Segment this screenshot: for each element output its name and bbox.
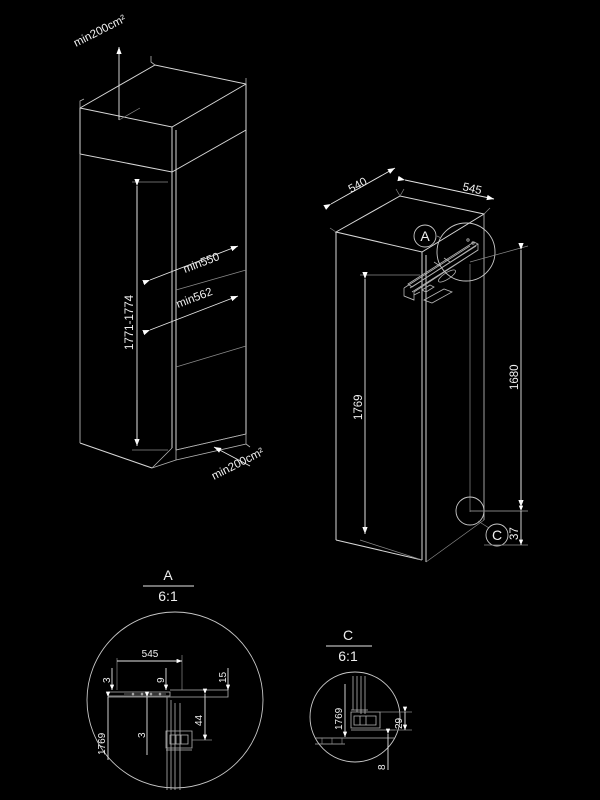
callout-circle-a — [436, 222, 496, 282]
appliance-isometric: A C 540 545 1769 — [323, 167, 529, 563]
appliance-plinth-label: 37 — [509, 527, 521, 540]
callout-label-a: A — [420, 228, 430, 244]
detail-a-545-label: 545 — [142, 649, 159, 660]
detail-c-scale: 6:1 — [338, 648, 358, 664]
detail-c-1769-label: 1769 — [334, 707, 345, 730]
detail-a: A 6:1 — [86, 567, 264, 790]
detail-a-1769-label: 1769 — [97, 732, 108, 755]
detail-a-scale: 6:1 — [158, 588, 178, 604]
detail-a-15-label: 15 — [218, 671, 229, 683]
niche-depth-label: min550 — [182, 251, 222, 276]
niche-vent-bottom-label: min200cm² — [210, 446, 266, 483]
detail-c: C 6:1 1769 — [309, 627, 412, 770]
appliance-width-label: 545 — [461, 181, 482, 197]
detail-a-9-label: 9 — [156, 677, 167, 683]
detail-c-title: C — [343, 627, 353, 643]
appliance-depth-label: 540 — [347, 176, 370, 196]
callout-bubble-a — [413, 224, 437, 248]
hinge-rail-assembly — [403, 238, 479, 304]
detail-a-44-label: 44 — [194, 714, 205, 726]
detail-c-8-label: 8 — [377, 764, 388, 770]
detail-a-title: A — [163, 567, 173, 583]
niche-height-label: 1771-1774 — [124, 294, 136, 350]
appliance-body-height-label: 1769 — [353, 394, 365, 420]
detail-c-29-label: 29 — [394, 717, 405, 729]
detail-a-3-top-label: 3 — [102, 677, 113, 683]
detail-a-3-bottom-label: 3 — [137, 732, 148, 738]
detail-c-circle — [309, 671, 401, 763]
cabinet-niche-isometric: min200cm² min200cm² 1771-1774 min550 min… — [72, 13, 266, 483]
callout-label-c: C — [492, 527, 502, 543]
appliance-door-height-label: 1680 — [509, 364, 521, 390]
niche-vent-top-label: min200cm² — [72, 13, 128, 50]
callout-bubble-c — [485, 523, 509, 547]
